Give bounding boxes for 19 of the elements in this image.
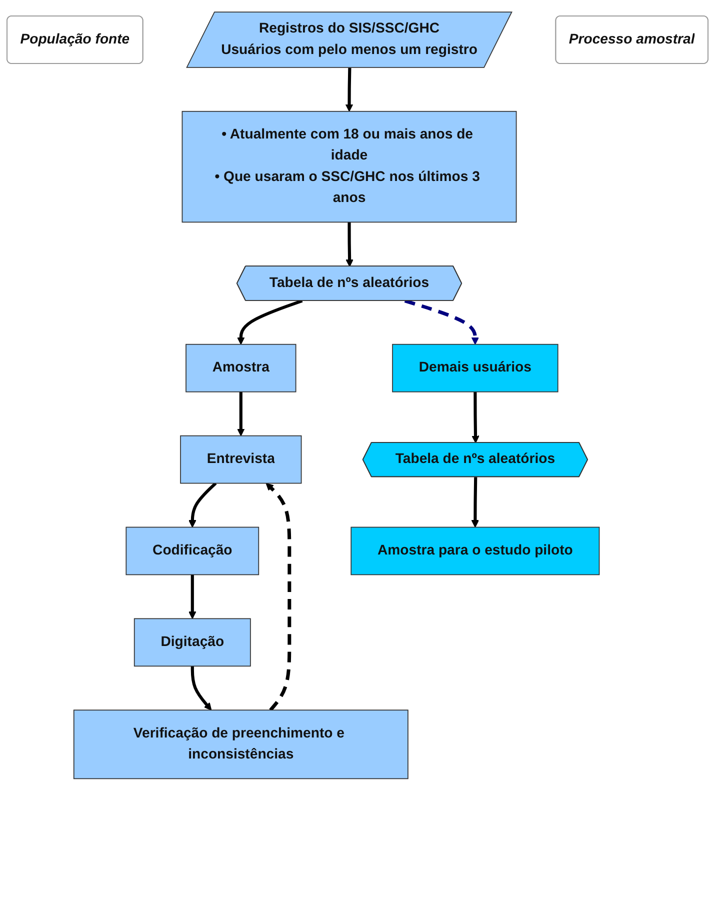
arrow: [346, 222, 354, 267]
arrow: [188, 574, 196, 619]
node-box: Amostra para o estudo piloto: [350, 526, 600, 576]
node-box: Entrevista: [180, 435, 302, 484]
arrow: [190, 666, 212, 710]
node-box: Demais usuários: [392, 344, 558, 392]
arrow: [237, 299, 303, 345]
node-box: Codificação: [126, 526, 260, 576]
arrow: [237, 392, 245, 436]
arrow: [345, 68, 354, 112]
node-box: Amostra: [186, 344, 296, 392]
node-box: Digitação: [134, 618, 251, 667]
arrow: [471, 477, 480, 528]
arrow: [266, 482, 292, 712]
arrow: [472, 392, 480, 444]
node-box: • Atualmente com 18 ou mais anos de idade • Que usaram o SSC/GHC nos últimos 3 anos: [182, 110, 517, 223]
arrow: [404, 299, 480, 345]
arrow: [188, 482, 217, 528]
node-box: Verificação de preenchimento e inconsistências: [73, 710, 408, 780]
